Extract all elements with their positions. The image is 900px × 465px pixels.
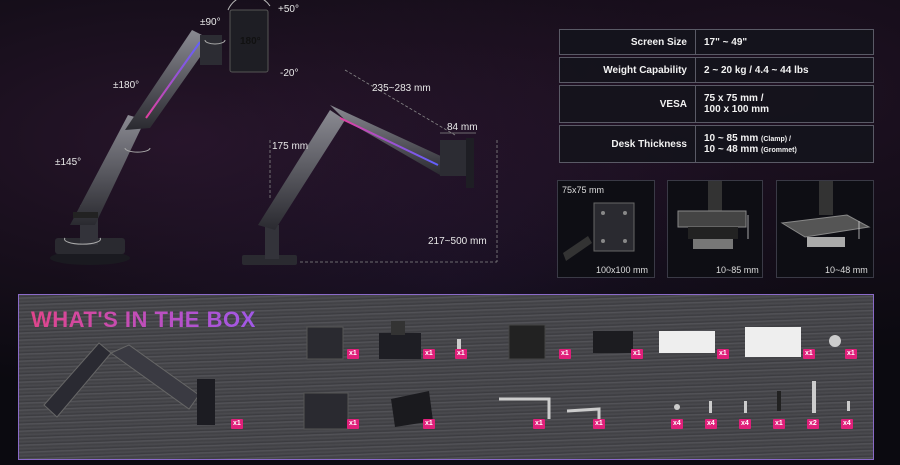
qty-badge: x1 (593, 419, 605, 429)
qty-badge: x1 (423, 349, 435, 359)
reach-label: 235~283 mm (372, 83, 431, 94)
spec-label: Desk Thickness (559, 125, 696, 163)
vesa-thumbnail: 75x75 mm 100x100 mm (557, 180, 655, 278)
spec-note: (Clamp) / (761, 136, 791, 143)
spec-value: 100 x 100 mm (704, 104, 770, 115)
depth-label: 84 mm (447, 122, 478, 133)
spec-label: VESA (559, 85, 696, 123)
spec-row-screen-size: Screen Size 17" ~ 49" (559, 29, 874, 55)
spec-note: (Grommet) (761, 147, 797, 154)
qty-badge: x4 (705, 419, 717, 429)
qty-badge: x1 (231, 419, 243, 429)
spec-value: 17" ~ 49" (704, 36, 748, 48)
spec-label: Weight Capability (559, 57, 696, 83)
qty-badge: x1 (455, 349, 467, 359)
vesa-top-caption: 75x75 mm (562, 185, 605, 195)
spec-value: 2 ~ 20 kg / 4.4 ~ 44 lbs (704, 64, 809, 76)
qty-badge: x1 (347, 419, 359, 429)
spec-value: 10 ~ 48 mm (704, 144, 759, 155)
swivel-label: ±90° (200, 17, 221, 28)
rotate-label: 180° (240, 36, 261, 47)
arm-side-view (50, 0, 271, 265)
tilt-down-label: -20° (280, 68, 299, 79)
qty-badge: x1 (631, 349, 643, 359)
upper-swing-label: ±180° (113, 80, 140, 91)
arm-extended-view (242, 69, 498, 265)
vesa-bottom-caption: 100x100 mm (596, 265, 649, 275)
qty-badge: x2 (807, 419, 819, 429)
clamp-thumbnail: 10~85 mm (667, 180, 763, 278)
spec-row-weight: Weight Capability 2 ~ 20 kg / 4.4 ~ 44 l… (559, 57, 874, 83)
whats-in-the-box-panel: WHAT'S IN THE BOX (18, 294, 874, 460)
box-contents-illustration (43, 321, 850, 430)
qty-badge: x1 (533, 419, 545, 429)
tilt-up-label: +50° (278, 4, 299, 15)
spec-label: Screen Size (559, 29, 696, 55)
qty-badge: x4 (671, 419, 683, 429)
qty-badge: x1 (717, 349, 729, 359)
grommet-thumbnail: 10~48 mm (776, 180, 874, 278)
spec-value: 10 ~ 85 mm (704, 133, 759, 144)
spec-table: Screen Size 17" ~ 49" Weight Capability … (559, 29, 874, 165)
qty-badge: x4 (739, 419, 751, 429)
qty-badge: x1 (559, 349, 571, 359)
lower-swing-label: ±145° (55, 157, 82, 168)
qty-badge: x1 (773, 419, 785, 429)
qty-badge: x1 (803, 349, 815, 359)
spec-value: 75 x 75 mm / (704, 93, 764, 104)
grommet-caption: 10~48 mm (825, 265, 868, 275)
grommet-image (780, 181, 871, 247)
qty-badge: x4 (841, 419, 853, 429)
height-low-label: 175 mm (272, 141, 309, 152)
height-range-label: 217~500 mm (428, 236, 487, 247)
spec-row-vesa: VESA 75 x 75 mm / 100 x 100 mm (559, 85, 874, 123)
clamp-image (677, 181, 749, 249)
clamp-caption: 10~85 mm (716, 265, 759, 275)
box-title: WHAT'S IN THE BOX (31, 307, 256, 332)
monitor-arm-illustrations (50, 0, 498, 265)
qty-badge: x1 (845, 349, 857, 359)
vesa-plate-image (563, 202, 635, 261)
qty-badge: x1 (347, 349, 359, 359)
spec-row-desk-thickness: Desk Thickness 10 ~ 85 mm (Clamp) / 10 ~… (559, 125, 874, 163)
qty-badge: x1 (423, 419, 435, 429)
